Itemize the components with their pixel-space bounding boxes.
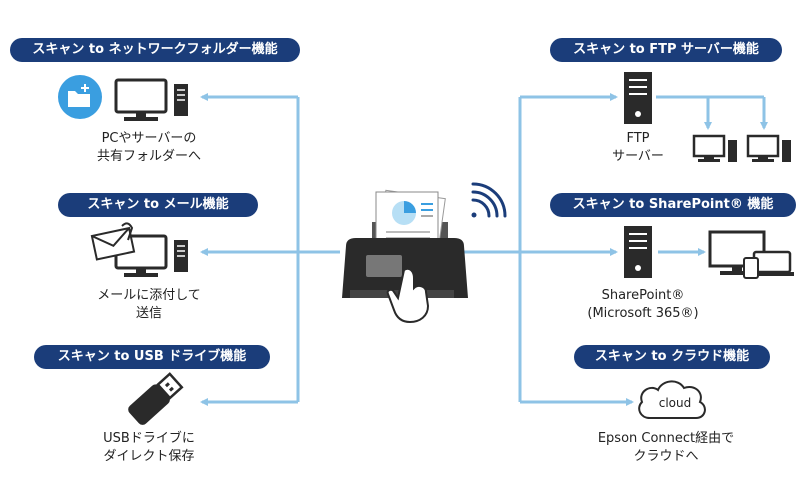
folder-and-pc-icon (58, 75, 188, 121)
caption-network-folder: PCやサーバーの 共有フォルダーへ (74, 130, 224, 166)
sharepoint-server-icon (624, 226, 794, 279)
pill-email: スキャン to メール機能 (58, 193, 258, 217)
caption-line: メールに添付して (97, 288, 201, 303)
caption-cloud: Epson Connect経由で クラウドへ (586, 430, 746, 466)
cloud-icon (638, 380, 706, 419)
caption-line: 共有フォルダーへ (96, 149, 201, 164)
caption-line: ダイレクト保存 (103, 449, 195, 464)
connector-lines (200, 93, 768, 406)
caption-line: PCやサーバーの (101, 131, 197, 146)
caption-line: USBドライブに (103, 431, 195, 446)
document-scanner-icon (342, 189, 468, 324)
caption-line: FTP (626, 131, 650, 146)
pill-ftp: スキャン to FTP サーバー機能 (550, 38, 782, 62)
caption-line: (Microsoft 365®) (587, 306, 699, 321)
wifi-icon (471, 182, 507, 218)
caption-line: クラウドへ (633, 449, 699, 464)
pill-sharepoint: スキャン to SharePoint® 機能 (550, 193, 796, 217)
caption-line: SharePoint® (601, 288, 685, 303)
mail-and-pc-icon (90, 222, 188, 277)
pill-network-folder: スキャン to ネットワークフォルダー機能 (10, 38, 300, 62)
caption-email: メールに添付して 送信 (74, 287, 224, 323)
caption-line: 送信 (135, 306, 162, 321)
pill-usb: スキャン to USB ドライブ機能 (34, 345, 270, 369)
caption-line: サーバー (612, 149, 664, 164)
caption-line: Epson Connect経由で (597, 431, 735, 446)
caption-ftp: FTP サーバー (578, 130, 698, 166)
cloud-label: cloud (658, 396, 692, 410)
pill-cloud: スキャン to クラウド機能 (574, 345, 770, 369)
usb-drive-icon (128, 372, 184, 425)
ftp-server-icon (624, 72, 791, 162)
caption-usb: USBドライブに ダイレクト保存 (74, 430, 224, 466)
caption-sharepoint: SharePoint® (Microsoft 365®) (568, 287, 718, 323)
